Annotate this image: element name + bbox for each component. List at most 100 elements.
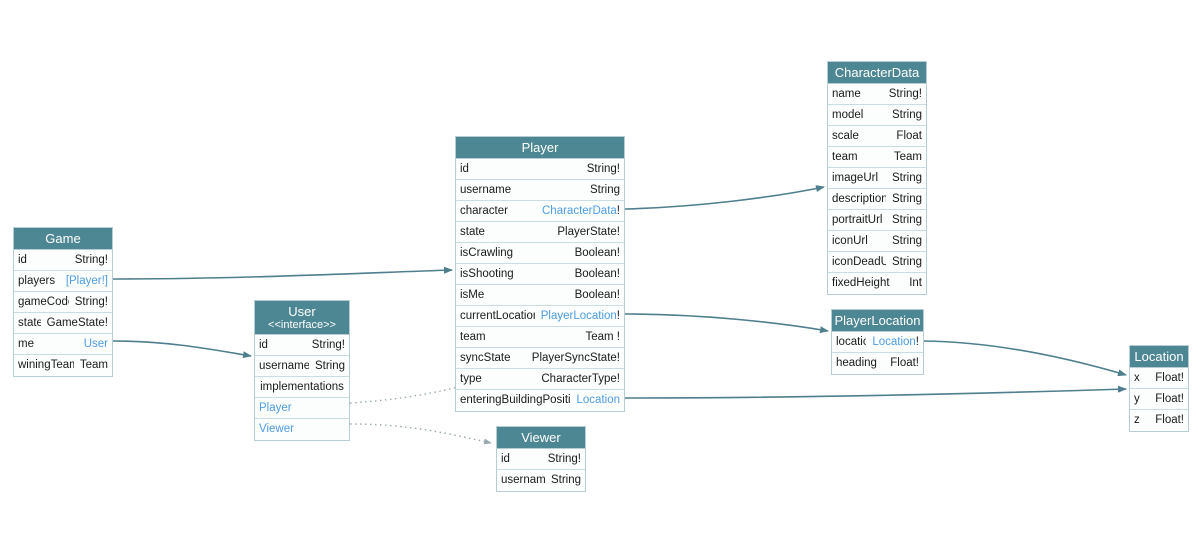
edge-player-currentlocation-to-playerlocation xyxy=(624,313,829,334)
edge-player-enteringbuildingposition-to-location xyxy=(624,385,1127,399)
edge-game-me-to-user xyxy=(112,340,252,359)
field-name: syncState xyxy=(460,351,511,364)
field-name: id xyxy=(18,253,27,266)
implementation-link[interactable]: Viewer xyxy=(255,419,349,440)
entity-header-playerlocation: PlayerLocation xyxy=(832,310,923,332)
entity-header-characterdata: CharacterData xyxy=(828,62,926,84)
field-row: isShooting Boolean! xyxy=(456,264,624,285)
field-type: String! xyxy=(888,87,922,100)
entity-stereotype: <<interface>> xyxy=(268,319,336,331)
field-name: id xyxy=(460,162,469,175)
field-name: players xyxy=(18,274,56,287)
field-row: iconUrl String xyxy=(828,231,926,252)
entity-title: Location xyxy=(1134,349,1184,364)
field-type: String! xyxy=(311,338,345,351)
field-name: username xyxy=(501,474,545,486)
field-type: String xyxy=(314,359,345,372)
field-row: heading Float! xyxy=(832,353,923,374)
field-type: CharacterType! xyxy=(541,372,620,385)
field-row: gameCode String! xyxy=(14,292,112,313)
entity-title: Viewer xyxy=(521,430,561,445)
field-type: String xyxy=(891,108,922,121)
field-name: name xyxy=(832,87,861,100)
field-type: String xyxy=(891,255,922,268)
field-row[interactable]: character CharacterData! xyxy=(456,201,624,222)
field-name: state xyxy=(460,225,485,238)
entity-header-user: User<<interface>> xyxy=(255,301,349,335)
field-type: Boolean! xyxy=(574,267,620,280)
field-name: id xyxy=(501,452,510,465)
field-type: Float xyxy=(896,129,922,142)
field-name: description xyxy=(832,192,886,205)
field-name: character xyxy=(460,204,508,217)
field-type: String! xyxy=(547,452,581,465)
field-row[interactable]: locationLocation! xyxy=(832,332,923,353)
field-type[interactable]: CharacterData! xyxy=(542,204,620,217)
field-type: Float! xyxy=(1155,392,1184,405)
field-name: model xyxy=(832,108,864,121)
edge-game-players-to-player xyxy=(112,266,453,280)
entity-title: User xyxy=(288,304,316,319)
field-type[interactable]: [Player!] xyxy=(65,274,108,287)
field-name: iconUrl xyxy=(832,234,868,247)
field-name: heading xyxy=(836,357,877,369)
field-type: String! xyxy=(74,295,108,308)
field-type: Float! xyxy=(1155,371,1184,384)
field-type[interactable]: Location! xyxy=(872,335,919,348)
field-name: imageUrl xyxy=(832,171,879,184)
field-name: isShooting xyxy=(460,267,514,280)
implementation-link[interactable]: Player xyxy=(255,398,349,419)
field-type: String xyxy=(891,192,922,205)
field-name: currentLocation xyxy=(460,309,535,322)
field-name: winingTeam xyxy=(18,359,74,371)
field-type: Boolean! xyxy=(574,246,620,259)
field-name: id xyxy=(259,338,268,351)
field-type[interactable]: Location xyxy=(576,394,620,406)
field-type: String xyxy=(891,234,922,247)
field-row[interactable]: enteringBuildingPositionLocation xyxy=(456,390,624,411)
field-name: username xyxy=(460,183,512,196)
field-row: name String! xyxy=(828,84,926,105)
field-type: Team xyxy=(893,150,922,163)
field-row: model String xyxy=(828,105,926,126)
field-row: winingTeam Team xyxy=(14,355,112,376)
entity-playerlocation[interactable]: PlayerLocationlocationLocation! heading Fl… xyxy=(831,309,924,375)
field-type: String xyxy=(891,213,922,226)
field-name: username xyxy=(259,359,309,372)
field-type: Float! xyxy=(890,357,919,369)
field-name: team xyxy=(832,150,858,163)
field-row[interactable]: currentLocation PlayerLocation! xyxy=(456,306,624,327)
field-row[interactable]: players [Player!] xyxy=(14,271,112,292)
edge-player-character-to-characterdata xyxy=(624,185,825,210)
field-name: gameCode xyxy=(18,295,69,308)
field-type: PlayerSyncState! xyxy=(531,351,620,364)
field-type[interactable]: User xyxy=(83,337,108,350)
field-type[interactable]: PlayerLocation! xyxy=(540,309,620,322)
field-row: id String! xyxy=(255,335,349,356)
field-type: Team xyxy=(79,359,108,371)
field-row: description String xyxy=(828,189,926,210)
edge-user-implements-player xyxy=(349,382,471,404)
field-type: Float! xyxy=(1155,414,1184,426)
field-name: x xyxy=(1134,371,1140,384)
